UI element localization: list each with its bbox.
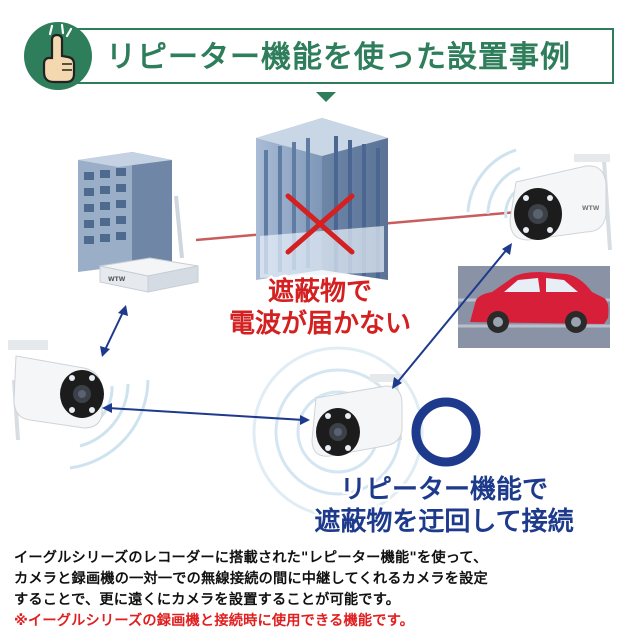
setup-diagram: WTW 遮蔽物で 電波が届かない — [8, 92, 612, 540]
page-title: リピーター機能を使った設置事例 — [106, 40, 571, 75]
success-circle-icon — [411, 397, 481, 467]
camera-repeater — [252, 346, 424, 518]
building-left — [78, 152, 172, 272]
car-panel — [458, 266, 610, 348]
caption-note: ※イーグルシリーズの録画機と接続時に使用できる機能です。 — [14, 613, 415, 629]
caption: イーグルシリーズのレコーダーに搭載された"レピーター機能"を使って、 カメラと録… — [14, 548, 628, 632]
header-banner: リピーター機能を使った設置事例 — [22, 20, 620, 92]
caption-line: イーグルシリーズのレコーダーに搭載された"レピーター機能"を使って、 — [14, 550, 488, 566]
caption-line: カメラと録画機の一対一での無線接続の間に中継してくれるカメラを設定 — [14, 571, 488, 587]
repeater-label-line1: リピーター機能で — [340, 474, 548, 505]
camera-top-right: WTW — [466, 148, 612, 251]
obstacle-building — [256, 118, 388, 280]
header-bar — [66, 28, 614, 84]
pointing-hand-icon — [24, 22, 92, 90]
obstacle-label-line1: 遮蔽物で — [268, 276, 372, 307]
obstacle-label-line2: 電波が届かない — [229, 308, 411, 339]
repeater-label-line2: 遮蔽物を迂回して接続 — [314, 506, 573, 537]
banner-pointer — [316, 92, 336, 102]
caption-line: することで、更に遠くにカメラを設置することが可能です。 — [14, 592, 401, 608]
camera-left — [8, 340, 150, 470]
connection-arrows — [100, 243, 512, 425]
camera-brand: WTW — [582, 205, 600, 212]
car-icon — [470, 272, 609, 333]
blocked-x-icon — [285, 193, 355, 255]
router: WTW — [99, 195, 199, 293]
router-brand: WTW — [108, 276, 126, 283]
